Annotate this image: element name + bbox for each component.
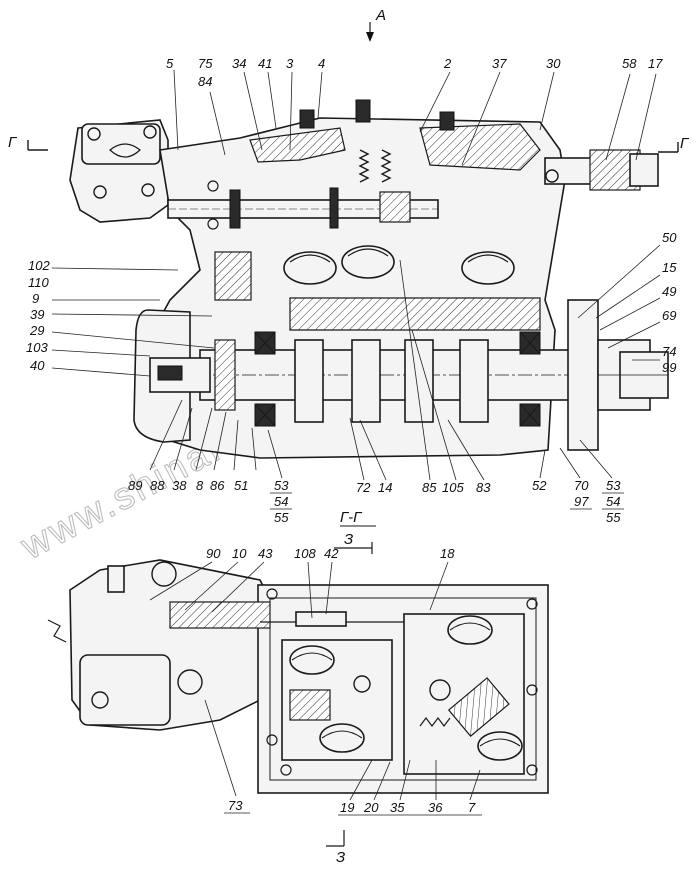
label-7: 7 — [468, 800, 476, 815]
label-53-left: 53 — [274, 478, 289, 493]
section-marker-right-label: Г — [680, 135, 690, 152]
label-49: 49 — [662, 284, 676, 299]
section-title: Г-Г — [340, 509, 376, 527]
label-53-right: 53 — [606, 478, 621, 493]
label-17: 17 — [648, 56, 663, 71]
label-10: 10 — [232, 546, 247, 561]
label-58: 58 — [622, 56, 637, 71]
label-42: 42 — [324, 546, 339, 561]
label-5: 5 — [166, 56, 174, 71]
label-14: 14 — [378, 480, 392, 495]
upper-part-labels: 5 75 84 34 41 3 4 2 37 30 58 17 50 15 49… — [26, 56, 677, 525]
label-41: 41 — [258, 56, 272, 71]
label-39: 39 — [30, 307, 44, 322]
label-103: 103 — [26, 340, 48, 355]
section-marker-left: Г — [8, 134, 48, 151]
label-15: 15 — [662, 260, 677, 275]
label-8: 8 — [196, 478, 204, 493]
label-83: 83 — [476, 480, 491, 495]
top-cover — [249, 127, 346, 163]
label-52: 52 — [532, 478, 547, 493]
lower-leader-lines — [149, 561, 481, 801]
label-9: 9 — [32, 291, 39, 306]
label-29: 29 — [29, 323, 44, 338]
lower-pump-sections — [281, 613, 525, 775]
label-74: 74 — [662, 344, 676, 359]
label-50: 50 — [662, 230, 677, 245]
label-37: 37 — [492, 56, 507, 71]
label-4: 4 — [318, 56, 325, 71]
label-2: 2 — [443, 56, 452, 71]
label-108: 108 — [294, 546, 316, 561]
view-arrow-a: A — [366, 7, 386, 42]
label-75: 75 — [198, 56, 213, 71]
label-54-left: 54 — [274, 494, 288, 509]
upper-view: A Г Г — [8, 7, 690, 459]
label-105: 105 — [442, 480, 464, 495]
label-36: 36 — [428, 800, 443, 815]
label-55-right: 55 — [606, 510, 621, 525]
label-18: 18 — [440, 546, 455, 561]
upper-leader-lines — [51, 69, 661, 481]
section-z-top: З — [334, 531, 373, 554]
label-99: 99 — [662, 360, 676, 375]
label-102: 102 — [28, 258, 50, 273]
label-34: 34 — [232, 56, 246, 71]
label-51: 51 — [234, 478, 248, 493]
label-85: 85 — [422, 480, 437, 495]
label-43: 43 — [258, 546, 273, 561]
label-88: 88 — [150, 478, 165, 493]
label-20: 20 — [363, 800, 379, 815]
section-z-bottom: З — [326, 830, 345, 866]
label-3: 3 — [286, 56, 294, 71]
upper-cam-rollers — [283, 245, 515, 285]
label-86: 86 — [210, 478, 225, 493]
label-72: 72 — [356, 480, 371, 495]
label-35: 35 — [390, 800, 405, 815]
label-54-right: 54 — [606, 494, 620, 509]
label-55-left: 55 — [274, 510, 289, 525]
lower-view — [47, 559, 549, 794]
section-title-text: Г-Г — [340, 509, 363, 526]
lower-part-labels: 90 10 43 108 42 18 73 19 20 35 36 7 — [206, 546, 482, 816]
section-marker-right: Г — [658, 135, 690, 153]
label-38: 38 — [172, 478, 187, 493]
label-19: 19 — [340, 800, 354, 815]
label-30: 30 — [546, 56, 561, 71]
drive-coupling — [133, 309, 236, 443]
plunger-springs — [358, 149, 392, 183]
label-73: 73 — [228, 798, 243, 813]
label-97: 97 — [574, 494, 589, 509]
section-z-top-label: З — [344, 531, 353, 548]
inlet-fitting — [544, 149, 659, 191]
label-84: 84 — [198, 74, 212, 89]
label-69: 69 — [662, 308, 676, 323]
label-110: 110 — [28, 275, 49, 290]
drive-flange — [567, 299, 669, 451]
label-89: 89 — [128, 478, 142, 493]
label-90: 90 — [206, 546, 221, 561]
frame-bolts — [266, 588, 538, 776]
view-arrow-a-label: A — [375, 7, 386, 24]
housing-web — [289, 297, 541, 331]
lower-control-rod — [169, 601, 271, 629]
section-marker-left-label: Г — [8, 134, 18, 151]
label-40: 40 — [30, 358, 45, 373]
section-z-bottom-label: З — [336, 849, 345, 866]
label-70: 70 — [574, 478, 589, 493]
